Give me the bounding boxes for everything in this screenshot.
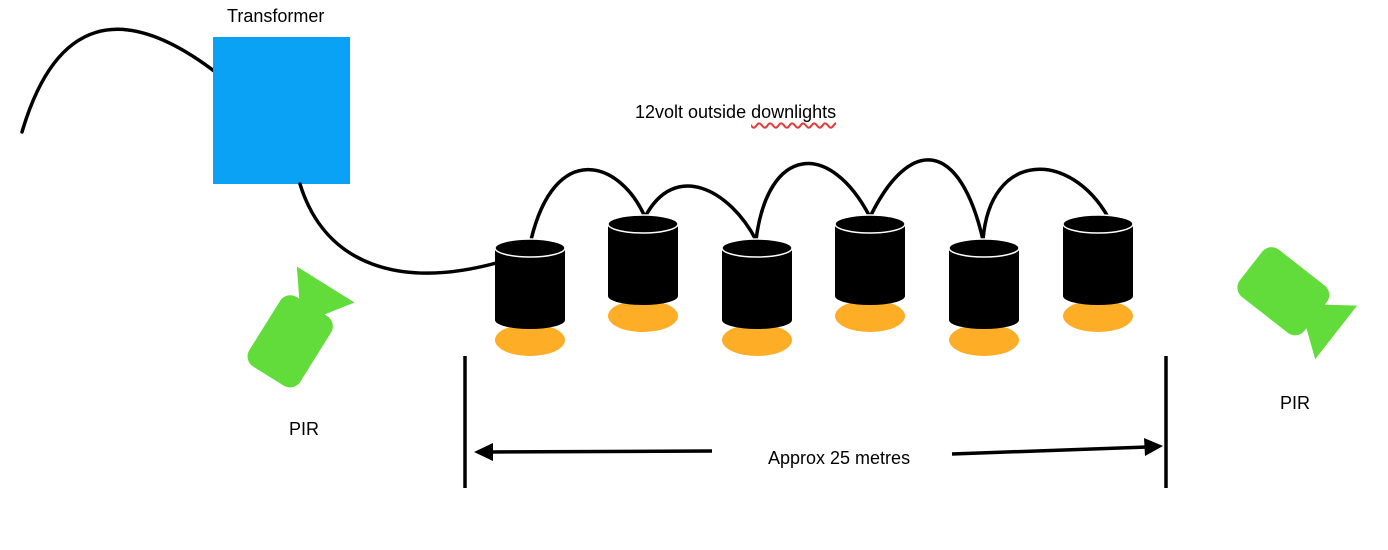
pir-sensor-right-icon (1237, 247, 1358, 360)
downlight-base (608, 287, 678, 305)
downlight-glow (495, 324, 565, 356)
downlight-4 (834, 214, 906, 332)
distance-label: Approx 25 metres (768, 448, 911, 468)
chain-wire-5 (981, 167, 1110, 242)
pir-left-label: PIR (289, 419, 320, 439)
distance-arrow-right-shaft (951, 445, 1147, 456)
downlight-glow (608, 300, 678, 332)
downlight-top (607, 214, 679, 234)
downlight-base (495, 311, 565, 329)
downlight-body (722, 248, 792, 320)
downlight-top (1062, 214, 1134, 234)
downlight-glow (1063, 300, 1133, 332)
downlight-body (949, 248, 1019, 320)
transformer-box (213, 37, 350, 184)
downlight-body (495, 248, 565, 320)
downlight-5 (948, 238, 1020, 356)
downlight-body (608, 224, 678, 296)
downlight-top (721, 238, 793, 258)
pir-right-label: PIR (1280, 393, 1311, 413)
downlight-2 (607, 214, 679, 332)
downlight-body (1063, 224, 1133, 296)
chain-wire-1 (529, 167, 647, 242)
downlight-base (949, 311, 1019, 329)
downlight-3 (721, 238, 793, 356)
downlight-base (835, 287, 905, 305)
transformer-label: Transformer (227, 6, 325, 26)
downlight-1 (494, 238, 566, 356)
chain-wire-2 (643, 184, 758, 242)
lights-title-flagged-word: downlights (751, 102, 837, 122)
downlight-body (835, 224, 905, 296)
downlight-base (722, 311, 792, 329)
lights-title-prefix: 12volt outside (635, 102, 752, 122)
supply-wire (20, 27, 220, 134)
lights-title: 12volt outside downlights (635, 103, 836, 121)
downlight-6 (1062, 214, 1134, 332)
downlight-top (494, 238, 566, 258)
downlight-glow (949, 324, 1019, 356)
downlight-glow (722, 324, 792, 356)
distance-arrow-left-shaft (489, 449, 713, 454)
downlight-top (834, 214, 906, 234)
downlight-glow (835, 300, 905, 332)
chain-wire-3 (754, 161, 872, 242)
arrow-right-icon (1144, 438, 1163, 456)
pir-sensor-left-icon (247, 266, 355, 388)
downlight-top (948, 238, 1020, 258)
transformer-output-wire (298, 182, 502, 275)
chain-wire-4 (868, 158, 985, 242)
arrow-left-icon (474, 443, 493, 461)
downlight-base (1063, 287, 1133, 305)
